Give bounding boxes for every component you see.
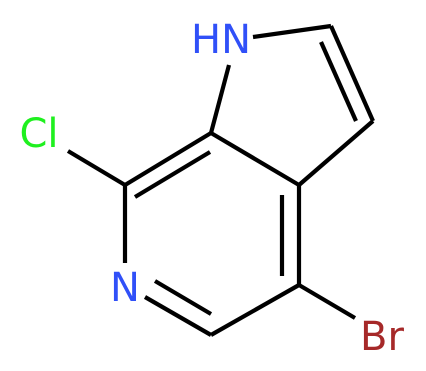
atom-label-br: Br xyxy=(360,314,404,360)
atom-label-group: HN N Cl Br xyxy=(19,17,404,360)
bond-c2-c3-inner xyxy=(319,41,358,122)
atom-label-n: N xyxy=(110,265,140,311)
bond-n-c5-outer xyxy=(143,295,213,337)
bond-group xyxy=(66,23,375,337)
atom-label-nh: HN xyxy=(191,17,251,63)
bond-c3a-c7a xyxy=(209,131,301,187)
bond-c3-c3a xyxy=(297,119,375,187)
bond-c7a-c7-outer xyxy=(123,131,213,187)
bond-c4-br xyxy=(297,283,357,320)
bond-nh-c2 xyxy=(252,23,332,40)
bond-c7a-c7-inner xyxy=(133,150,212,199)
bond-c7a-nh xyxy=(208,64,232,134)
bond-c7-cl xyxy=(66,149,127,187)
bond-c5-c4 xyxy=(209,283,301,337)
bond-n-c5-inner xyxy=(153,279,213,316)
bond-c2-c3-outer xyxy=(329,25,375,122)
atom-label-cl: Cl xyxy=(19,111,58,157)
